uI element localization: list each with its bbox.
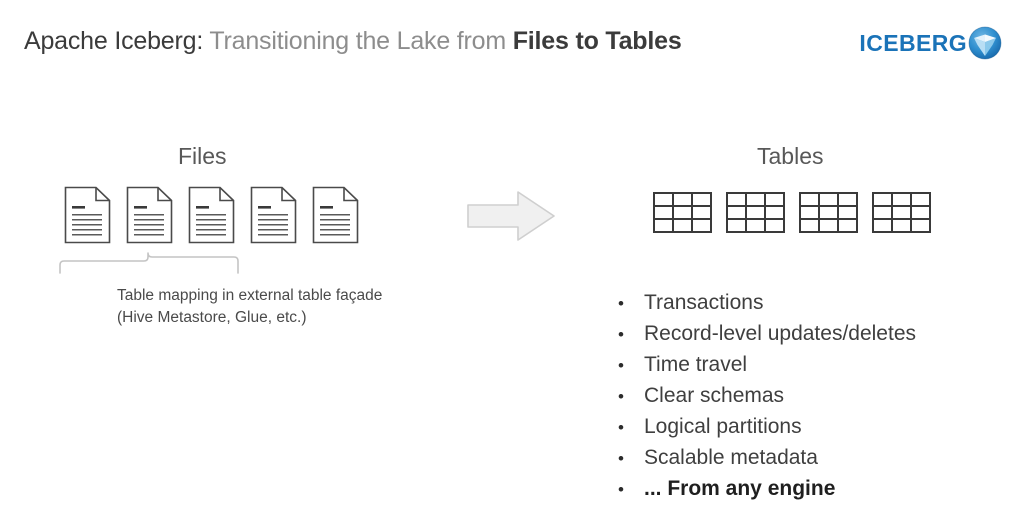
list-item-label: Scalable metadata xyxy=(644,446,818,469)
table-cell xyxy=(839,220,858,233)
grid-table-icon xyxy=(872,192,931,233)
bullet-marker-icon: • xyxy=(618,449,624,468)
bullet-marker-icon: • xyxy=(618,480,624,499)
list-item: • Record-level updates/deletes xyxy=(618,322,916,353)
files-group xyxy=(64,186,359,244)
table-cell xyxy=(893,194,912,207)
table-cell xyxy=(912,207,931,220)
document-icon xyxy=(312,186,359,244)
table-cell xyxy=(747,220,766,233)
table-cell xyxy=(874,194,893,207)
table-cell xyxy=(820,220,839,233)
table-cell xyxy=(820,207,839,220)
list-item: • Time travel xyxy=(618,353,916,384)
logo-wordmark: ICEBERG xyxy=(859,29,967,56)
iceberg-logo: ICEBERG xyxy=(859,26,1002,60)
table-cell xyxy=(839,207,858,220)
list-item: • Scalable metadata xyxy=(618,446,916,477)
document-icon xyxy=(64,186,111,244)
title-part-subject: Transitioning the Lake from xyxy=(209,27,506,55)
table-cell xyxy=(912,220,931,233)
table-cell xyxy=(801,194,820,207)
caption-line-2: (Hive Metastore, Glue, etc.) xyxy=(117,309,307,326)
table-cell xyxy=(893,220,912,233)
table-cell xyxy=(728,194,747,207)
table-cell xyxy=(728,207,747,220)
grid-table-icon xyxy=(726,192,785,233)
table-cell xyxy=(801,220,820,233)
document-icon xyxy=(188,186,235,244)
list-item-label: ... From any engine xyxy=(644,477,836,500)
title-part-brand: Apache Iceberg: xyxy=(24,27,204,55)
table-cell xyxy=(820,194,839,207)
table-cell xyxy=(674,194,693,207)
list-item-label: Record-level updates/deletes xyxy=(644,322,916,345)
bullet-marker-icon: • xyxy=(618,325,624,344)
table-cell xyxy=(874,220,893,233)
table-cell xyxy=(655,207,674,220)
bullet-marker-icon: • xyxy=(618,418,624,437)
list-item: • Clear schemas xyxy=(618,384,916,415)
list-item: • Transactions xyxy=(618,291,916,322)
title-part-emphasis: Files to Tables xyxy=(512,27,682,55)
document-icon xyxy=(126,186,173,244)
table-cell xyxy=(674,220,693,233)
bullet-marker-icon: • xyxy=(618,356,624,375)
files-caption: Table mapping in external table façade (… xyxy=(117,285,382,329)
table-cell xyxy=(893,207,912,220)
table-cell xyxy=(801,207,820,220)
arrow-right-icon xyxy=(466,190,556,242)
list-item-label: Transactions xyxy=(644,291,764,314)
table-cell xyxy=(839,194,858,207)
table-cell xyxy=(766,194,785,207)
document-icon xyxy=(250,186,297,244)
tables-feature-list: • Transactions • Record-level updates/de… xyxy=(618,291,916,508)
table-cell xyxy=(674,207,693,220)
bullet-marker-icon: • xyxy=(618,387,624,406)
table-cell xyxy=(912,194,931,207)
grid-table-icon xyxy=(799,192,858,233)
table-cell xyxy=(766,220,785,233)
caption-line-1: Table mapping in external table façade xyxy=(117,287,383,304)
bullet-marker-icon: • xyxy=(618,294,624,313)
tables-group xyxy=(653,192,931,233)
list-item-label: Time travel xyxy=(644,353,748,376)
table-cell xyxy=(747,207,766,220)
list-item-label: Clear schemas xyxy=(644,384,785,407)
table-cell xyxy=(693,220,712,233)
table-cell xyxy=(766,207,785,220)
table-cell xyxy=(874,207,893,220)
table-cell xyxy=(655,220,674,233)
tables-heading: Tables xyxy=(757,143,824,169)
curly-brace-icon xyxy=(58,252,240,274)
table-cell xyxy=(693,207,712,220)
files-heading: Files xyxy=(178,143,227,169)
table-cell xyxy=(693,194,712,207)
table-cell xyxy=(747,194,766,207)
list-item: • Logical partitions xyxy=(618,415,916,446)
list-item: • ... From any engine xyxy=(618,477,916,508)
grid-table-icon xyxy=(653,192,712,233)
table-cell xyxy=(728,220,747,233)
page-title: Apache Iceberg: Transitioning the Lake f… xyxy=(24,26,682,56)
list-item-label: Logical partitions xyxy=(644,415,802,438)
table-cell xyxy=(655,194,674,207)
iceberg-globe-icon xyxy=(968,26,1002,60)
